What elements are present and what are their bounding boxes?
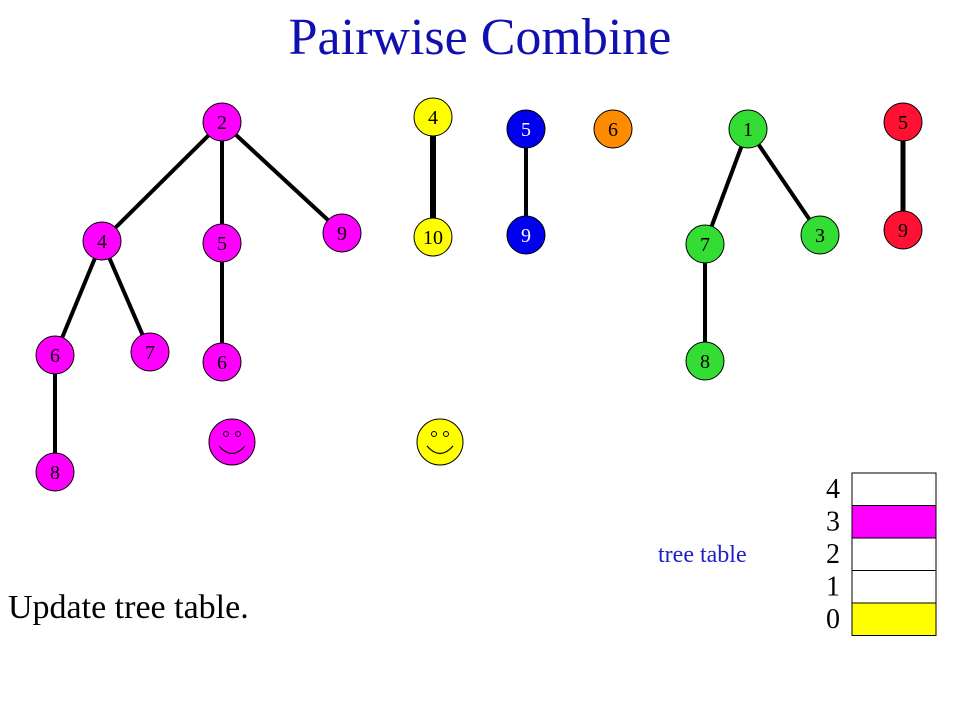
node-label: 7 [145, 342, 155, 364]
node-label: 3 [815, 225, 825, 247]
tree-table-index-4: 4 [826, 474, 840, 505]
tree-table-cell-4 [851, 472, 937, 506]
tree-node: 2 [202, 102, 242, 142]
tree-table-cell-2 [851, 537, 937, 571]
node-label: 6 [217, 352, 227, 374]
node-label: 5 [521, 119, 531, 141]
tree-table-cell-3 [851, 505, 937, 539]
node-label: 7 [700, 234, 710, 256]
page-title: Pairwise Combine [288, 9, 672, 66]
node-circle [883, 102, 923, 142]
node-circle [883, 210, 923, 250]
node-label: 5 [898, 112, 908, 134]
tree-node: 6 [35, 335, 75, 375]
node-circle [35, 335, 75, 375]
node-label: 9 [898, 220, 908, 242]
tree-node: 9 [322, 213, 362, 253]
node-circle [728, 109, 768, 149]
tree-node: 9 [883, 210, 923, 250]
node-circle [82, 221, 122, 261]
node-label: 4 [97, 231, 107, 253]
tree-node: 6 [202, 342, 242, 382]
node-circle [202, 102, 242, 142]
smileys-layer [208, 418, 464, 466]
tree-table-index-0: 0 [826, 604, 840, 635]
node-circle [130, 332, 170, 372]
smiley-face-icon [416, 418, 464, 466]
tree-table-index-1: 1 [826, 572, 840, 603]
edge-m2-m9 [220, 120, 344, 235]
tree-table-index-3: 3 [826, 507, 840, 538]
tree-table-cell-1 [851, 570, 937, 604]
node-circle [202, 223, 242, 263]
smiley-face-icon [208, 418, 256, 466]
tree-node: 7 [130, 332, 170, 372]
node-label: 9 [337, 223, 347, 245]
node-circle [506, 109, 546, 149]
node-label: 6 [50, 345, 60, 367]
tree-node: 5 [506, 109, 546, 149]
tree-node: 1 [728, 109, 768, 149]
node-label: 6 [608, 119, 618, 141]
node-label: 8 [700, 351, 710, 373]
node-label: 1 [743, 119, 753, 141]
edge-g1-g7 [703, 128, 750, 245]
node-circle [800, 215, 840, 255]
edge-m4-m6a [53, 240, 104, 356]
node-circle [685, 224, 725, 264]
tree-node: 8 [685, 341, 725, 381]
tree-node: 7 [685, 224, 725, 264]
node-circle [202, 342, 242, 382]
edge-g1-g3 [746, 127, 822, 237]
tree-node: 5 [202, 223, 242, 263]
tree-node: 4 [413, 97, 453, 137]
edge-m2-m4 [100, 120, 224, 243]
node-circle [413, 97, 453, 137]
node-circle [685, 341, 725, 381]
node-circle [593, 109, 633, 149]
node-label: 5 [217, 233, 227, 255]
tree-table-index-2: 2 [826, 539, 840, 570]
node-label: 2 [217, 112, 227, 134]
caption: Update tree table. [8, 589, 249, 626]
node-label: 9 [521, 225, 531, 247]
node-label: 10 [423, 227, 443, 249]
tree-node: 5 [883, 102, 923, 142]
tree-node: 4 [82, 221, 122, 261]
tree-node: 9 [506, 215, 546, 255]
nodes-layer: 2 4 5 9 6 7 6 8 4 10 5 9 6 1 7 3 8 5 9 [35, 97, 923, 492]
tree-table-cell-0 [851, 602, 937, 636]
tree-node: 6 [593, 109, 633, 149]
node-circle [322, 213, 362, 253]
edge-m4-m7 [100, 240, 152, 353]
node-label: 4 [428, 107, 438, 129]
edges-layer [53, 117, 906, 472]
node-label: 8 [50, 462, 60, 484]
tree-table-label: tree table [658, 542, 747, 568]
tree-node: 3 [800, 215, 840, 255]
node-circle [506, 215, 546, 255]
node-circle [413, 217, 453, 257]
tree-node: 8 [35, 452, 75, 492]
tree-node: 10 [413, 217, 453, 257]
node-circle [35, 452, 75, 492]
